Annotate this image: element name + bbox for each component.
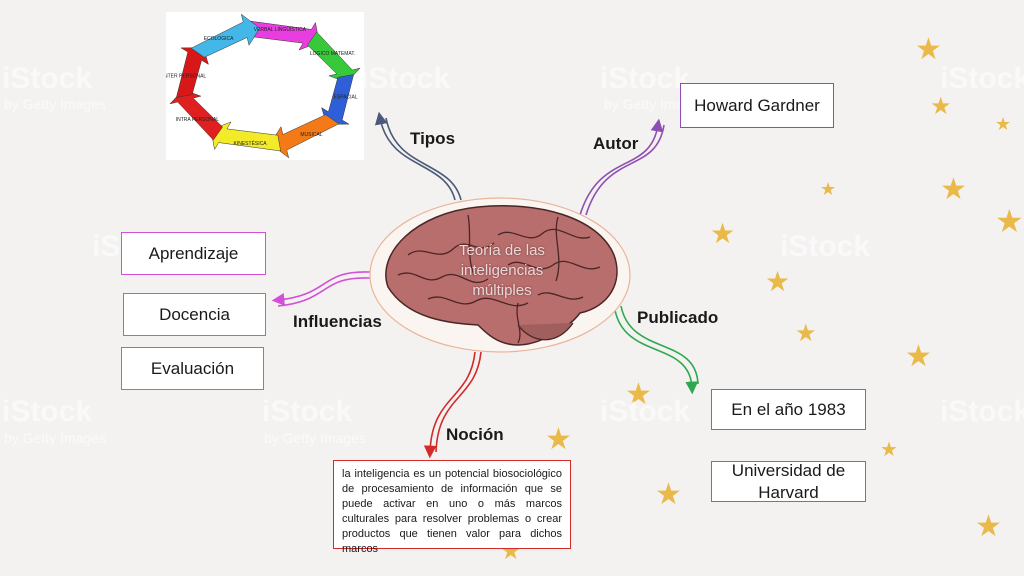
autor-box: Howard Gardner — [680, 83, 834, 128]
star-icon: ★ — [880, 439, 898, 461]
cycle-segment — [190, 13, 261, 58]
nocion-text: la inteligencia es un potencial biosocio… — [342, 468, 562, 555]
star-icon: ★ — [655, 478, 682, 511]
arrow-influencias — [271, 271, 371, 307]
cycle-segment-label: INTRA PERSONAL — [176, 117, 220, 123]
intelligences-cycle-image: VERBAL LINGÜÍSTICA LOGICO MATEMAT. ESPACIA… — [163, 12, 364, 160]
star-icon: ★ — [930, 93, 952, 120]
cycle-segment-label: INTER PERSONAL — [166, 73, 206, 79]
cycle-segment-label: MUSICAL — [300, 132, 322, 138]
arrow-publicado — [614, 305, 699, 395]
watermark-text: iStock — [2, 395, 93, 428]
central-node: Teoría de las inteligencias múltiples — [368, 195, 632, 355]
branch-label-publicado: Publicado — [637, 308, 719, 327]
influencia-box-aprendizaje: Aprendizaje — [121, 232, 266, 275]
watermark-text: iStock — [600, 395, 691, 428]
branch-label-influencias: Influencias — [293, 312, 382, 331]
star-icon: ★ — [905, 340, 932, 373]
cycle-segment-label: ESPACIAL — [334, 95, 358, 101]
branch-label-autor: Autor — [593, 134, 639, 153]
star-icon: ★ — [625, 378, 652, 411]
watermark-subtext: by Getty Images — [4, 96, 106, 112]
arrow-nocion — [423, 351, 482, 459]
cycle-segment-label: KINESTÉSICA — [234, 140, 268, 147]
publicado-box-institution: Universidad de Harvard — [711, 461, 866, 502]
star-icon: ★ — [975, 510, 1002, 543]
branch-label-tipos: Tipos — [410, 129, 456, 148]
publicado-box-year: En el año 1983 — [711, 389, 866, 430]
cycle-segment-label: ECOLOGICA — [204, 36, 234, 42]
watermark-text: iStock — [940, 395, 1024, 428]
watermark-text: iStock — [262, 395, 353, 428]
star-icon: ★ — [820, 179, 837, 199]
cycle-segment-label: VERBAL LINGÜÍSTICA — [254, 26, 307, 33]
watermark-text: iStock — [2, 62, 93, 95]
watermark-text: iStock — [600, 62, 691, 95]
watermark-text: iStock — [360, 62, 451, 95]
branch-label-nocion: Noción — [446, 425, 504, 444]
watermark-text: iStock — [940, 62, 1024, 95]
watermark-subtext: by Getty Images — [4, 430, 106, 446]
arrow-tipos — [374, 111, 462, 201]
arrow-autor — [579, 118, 665, 216]
watermark-text: iStock — [780, 230, 871, 263]
central-node-title: Teoría de las inteligencias múltiples — [459, 242, 545, 299]
nocion-box: la inteligencia es un potencial biosocio… — [333, 460, 571, 555]
star-icon: ★ — [940, 173, 967, 206]
star-icon: ★ — [995, 203, 1024, 239]
influencia-box-docencia: Docencia — [123, 293, 266, 336]
cycle-diagram: VERBAL LINGÜÍSTICA LOGICO MATEMAT. ESPACIA… — [163, 13, 361, 159]
star-icon: ★ — [710, 218, 736, 249]
star-icon: ★ — [765, 266, 791, 297]
star-icon: ★ — [545, 423, 572, 456]
star-icon: ★ — [995, 114, 1012, 134]
star-icon: ★ — [795, 320, 817, 347]
cycle-segment-label: LOGICO MATEMAT. — [310, 51, 355, 57]
influencia-box-evaluacion: Evaluación — [121, 347, 264, 390]
brain-image — [369, 197, 631, 353]
star-icon: ★ — [915, 33, 942, 66]
watermark-subtext: by Getty Images — [264, 430, 366, 446]
